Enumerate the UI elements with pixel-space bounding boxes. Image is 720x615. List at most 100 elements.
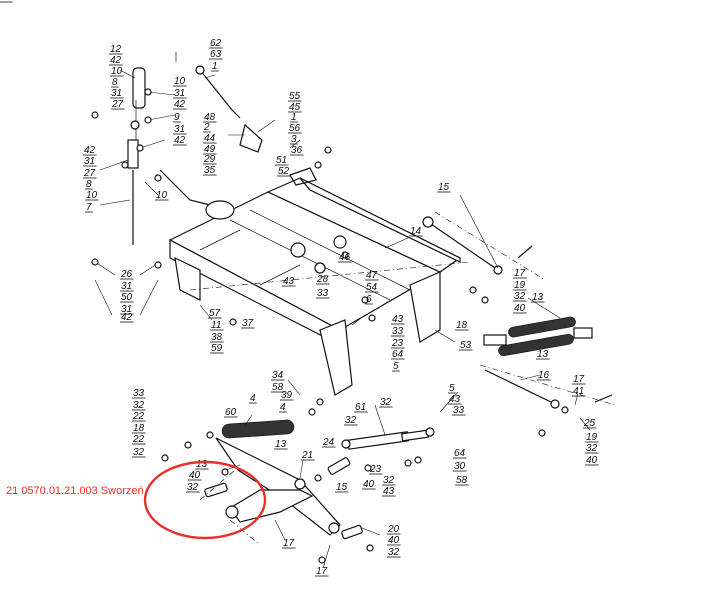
- center-lines: [189, 211, 616, 546]
- callout-label: 58: [272, 382, 284, 393]
- callout-label: 10: [111, 66, 123, 77]
- callout-label: 48: [204, 112, 216, 123]
- callout-label: 43: [283, 276, 295, 287]
- callout-label: 12: [110, 44, 122, 55]
- callout-label: 32: [514, 291, 526, 302]
- callout-label: 10: [174, 76, 186, 87]
- callout-label: 1: [212, 61, 218, 72]
- callout-label: 46: [339, 252, 351, 263]
- callout-label: 8: [86, 179, 92, 190]
- callout-label: 59: [211, 343, 223, 354]
- callout-label: 21: [301, 450, 313, 461]
- callout-label: 51: [276, 155, 287, 166]
- callout-label: 39: [281, 390, 293, 401]
- callout-label: 32: [383, 475, 395, 486]
- callout-label: 43: [392, 314, 404, 325]
- callout-label: 9: [174, 112, 180, 123]
- callout-label: 18: [456, 320, 468, 331]
- callout-label: 27: [111, 99, 124, 110]
- callout-label: 24: [322, 437, 335, 448]
- callout-label: 40: [388, 535, 400, 546]
- callout-label: 10: [86, 190, 98, 201]
- part-callouts: 1242108273110314293142626314824449293555…: [0, 0, 599, 577]
- callout-label: 28: [316, 274, 329, 285]
- callout-label: 15: [438, 182, 450, 193]
- callout-label: 40: [363, 479, 375, 490]
- highlight-ellipse: [143, 460, 267, 540]
- callout-label: 19: [0, 0, 12, 3]
- callout-label: 13: [532, 292, 544, 303]
- callout-label: 42: [110, 55, 122, 66]
- callout-label: 44: [204, 133, 216, 144]
- callout-label: 61: [355, 402, 366, 413]
- callout-label: 36: [291, 145, 303, 156]
- callout-label: 8: [112, 77, 118, 88]
- callout-label: 17: [283, 538, 295, 549]
- callout-label: 52: [278, 166, 290, 177]
- rod-16: [484, 369, 613, 409]
- callout-label: 17: [573, 374, 585, 385]
- callout-label: 2: [203, 122, 210, 133]
- callout-label: 32: [586, 443, 598, 454]
- callout-label: 63: [210, 49, 222, 60]
- rod-15: [422, 216, 533, 275]
- callout-label: 13: [196, 459, 208, 470]
- main-frame: [168, 177, 462, 396]
- callout-label: 43: [383, 486, 395, 497]
- callout-label: 31: [174, 124, 185, 135]
- callout-label: 40: [586, 455, 598, 466]
- callout-label: 18: [133, 423, 145, 434]
- callout-label: 42: [174, 99, 186, 110]
- callout-label: 56: [289, 123, 301, 134]
- callout-label: 42: [174, 135, 186, 146]
- callout-label: 40: [189, 470, 201, 481]
- callout-label: 64: [392, 349, 404, 360]
- callout-label: 32: [388, 547, 400, 558]
- highlight-part-text: 21 0570.01.21.003 Sworzeń: [6, 485, 144, 497]
- lower-arm-20: [204, 437, 363, 540]
- callout-label: 15: [336, 482, 348, 493]
- callout-label: 32: [133, 400, 145, 411]
- callout-label: 32: [380, 397, 392, 408]
- spring-right-upper: [483, 316, 593, 357]
- callout-label: 31: [121, 304, 132, 315]
- callout-label: 32: [187, 482, 199, 493]
- callout-label: 64: [454, 448, 466, 459]
- callout-label: 33: [453, 405, 465, 416]
- callout-label: 37: [242, 318, 254, 329]
- leader-lines: [94, 69, 591, 569]
- callout-label: 57: [209, 308, 221, 319]
- callout-label: 19: [514, 280, 526, 291]
- callout-label: 13: [275, 439, 287, 450]
- callout-label: 14: [410, 226, 422, 237]
- callout-label: 40: [514, 303, 526, 314]
- callout-label: 4: [250, 393, 256, 404]
- callout-label: 50: [121, 292, 133, 303]
- callout-label: 54: [366, 282, 378, 293]
- callout-label: 31: [84, 156, 95, 167]
- callout-label: 13: [537, 349, 549, 360]
- callout-label: 38: [211, 332, 223, 343]
- callout-label: 29: [203, 154, 216, 165]
- callout-label: 45: [289, 102, 301, 113]
- callout-label: 22: [132, 411, 145, 422]
- callout-label: 22: [132, 434, 145, 445]
- callout-label: 62: [210, 38, 222, 49]
- callout-label: 32: [133, 447, 145, 458]
- callout-label: 35: [204, 165, 216, 176]
- callout-label: 55: [289, 91, 301, 102]
- callout-label: 58: [456, 475, 468, 486]
- fasteners: [91, 88, 569, 564]
- callout-label: 60: [225, 407, 237, 418]
- callout-label: 10: [156, 190, 168, 201]
- callout-label: 47: [366, 270, 378, 281]
- callout-label: 1: [291, 112, 297, 123]
- callout-label: 16: [538, 370, 550, 381]
- callout-label: 5: [393, 361, 399, 372]
- callout-label: 42: [121, 312, 133, 323]
- callout-label: 31: [174, 88, 185, 99]
- callout-label: 7: [86, 202, 92, 213]
- actuator-5: [341, 427, 435, 450]
- callout-label: 3: [291, 134, 297, 145]
